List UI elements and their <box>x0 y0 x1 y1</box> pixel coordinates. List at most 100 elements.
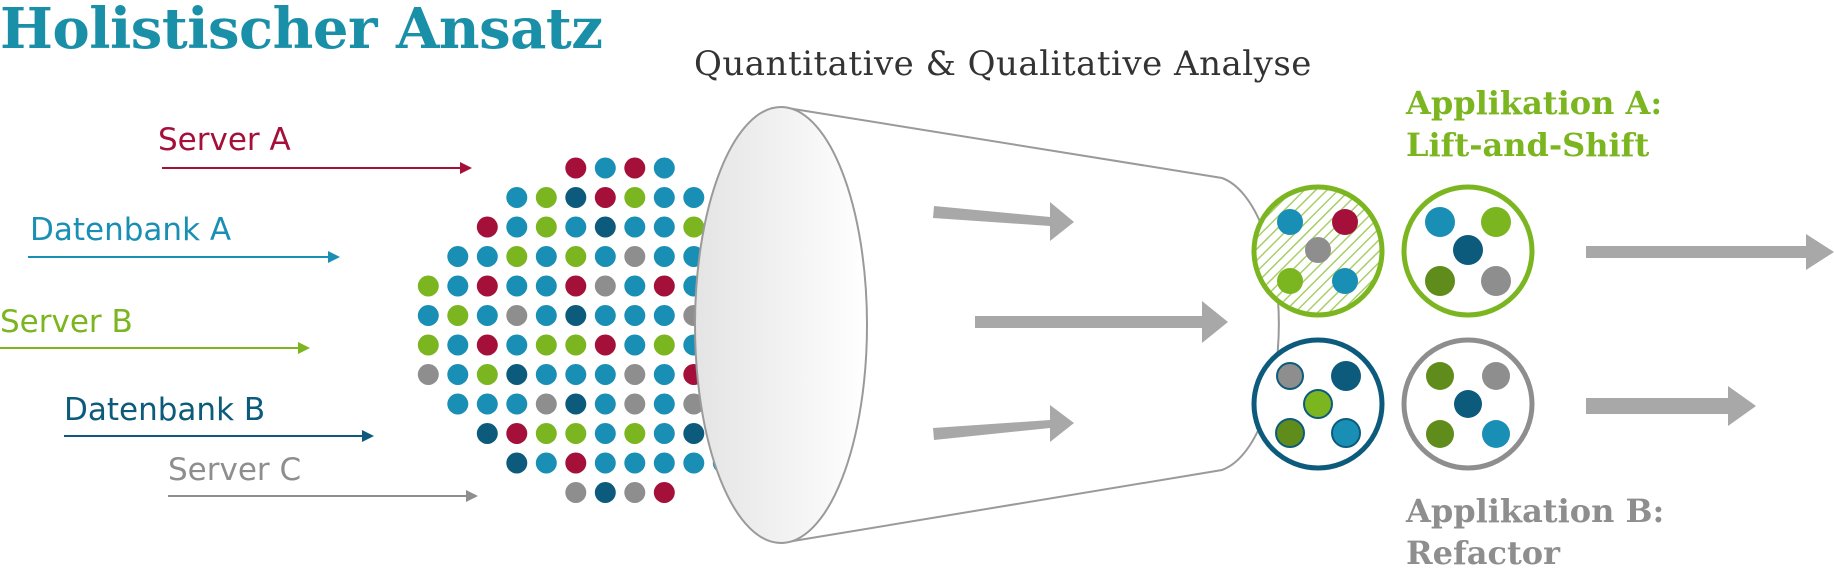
dot-datenbank-b <box>565 305 587 326</box>
dot-datenbank-a <box>624 334 646 356</box>
dot-datenbank-a <box>594 452 616 474</box>
output-arrows <box>1586 234 1834 426</box>
dot-datenbank-a <box>476 393 498 415</box>
dot-datenbank-a <box>447 275 469 297</box>
dot-datenbank-a <box>476 305 498 326</box>
dot-datenbank-a <box>506 187 528 208</box>
label-app-b-name: Applikation B: <box>1406 492 1665 530</box>
label-server-c: Server C <box>168 452 302 488</box>
label-app-b-strategy: Refactor <box>1406 534 1560 572</box>
dot-server-c <box>624 246 646 267</box>
dot-server-b <box>476 364 498 385</box>
dot-server-a <box>594 334 616 356</box>
dot-server-b <box>535 187 557 208</box>
output-arrow-app-b <box>1586 386 1756 426</box>
funnel-opening <box>694 106 868 544</box>
app-a-circles <box>1251 184 1535 318</box>
dot-server-b <box>683 216 705 238</box>
dot-datenbank-a <box>653 246 675 267</box>
dot-server-c <box>624 393 646 415</box>
label-app-a-name: Applikation A: <box>1406 84 1663 122</box>
dot-datenbank-a <box>447 364 469 385</box>
dot-datenbank-a <box>594 393 616 415</box>
dot-datenbank-b <box>506 452 528 474</box>
dot-datenbank-b <box>565 393 587 415</box>
dot-server-a <box>653 275 675 297</box>
dot-datenbank-a <box>535 305 557 326</box>
dot-datenbank-a <box>447 393 469 415</box>
dot-server-c <box>565 482 587 503</box>
dot-datenbank-a <box>447 246 469 267</box>
dot-datenbank-a <box>653 364 675 385</box>
dot-datenbank-a <box>535 275 557 297</box>
dot-server-a <box>624 157 646 179</box>
dot-datenbank-a <box>594 364 616 385</box>
dot-datenbank-a <box>653 305 675 326</box>
dot-server-c <box>417 364 439 385</box>
dot-datenbank-a <box>417 305 439 326</box>
dot-server-b <box>506 246 528 267</box>
dot-server-a <box>565 157 587 179</box>
dot-datenbank-a <box>653 187 675 208</box>
dot-server-a <box>565 275 587 297</box>
label-datenbank-b: Datenbank B <box>64 392 266 428</box>
dot-datenbank-b <box>594 216 616 238</box>
output-arrow-app-a <box>1586 234 1834 270</box>
dot-datenbank-a <box>594 423 616 444</box>
dot-datenbank-a <box>565 364 587 385</box>
dot-server-b <box>624 187 646 208</box>
dot-server-b <box>535 423 557 444</box>
dot-datenbank-b <box>594 482 616 503</box>
dot-datenbank-b <box>565 187 587 208</box>
dot-server-a <box>653 482 675 503</box>
dot-datenbank-a <box>506 216 528 238</box>
dot-datenbank-a <box>447 334 469 356</box>
dot-datenbank-a <box>506 275 528 297</box>
dot-server-b <box>417 275 439 297</box>
dot-server-b <box>624 423 646 444</box>
dot-datenbank-a <box>653 157 675 179</box>
dot-datenbank-b <box>683 423 705 444</box>
dot-datenbank-a <box>683 452 705 474</box>
dot-server-b <box>535 216 557 238</box>
dot-server-b <box>535 334 557 356</box>
dot-datenbank-a <box>535 246 557 267</box>
arrow-datenbank-b <box>64 430 374 442</box>
dot-datenbank-a <box>506 334 528 356</box>
dot-server-c <box>624 364 646 385</box>
dot-datenbank-b <box>476 423 498 444</box>
funnel-arrow-top <box>933 202 1074 241</box>
dot-datenbank-b <box>506 364 528 385</box>
dot-datenbank-a <box>624 275 646 297</box>
dot-server-b <box>565 334 587 356</box>
dot-server-b <box>653 334 675 356</box>
dot-datenbank-a <box>565 216 587 238</box>
dot-datenbank-a <box>594 157 616 179</box>
dot-server-c <box>506 305 528 326</box>
dot-datenbank-a <box>683 187 705 208</box>
dot-datenbank-a <box>653 393 675 415</box>
funnel-arrow-bottom <box>933 405 1074 442</box>
dot-datenbank-a <box>506 393 528 415</box>
dot-datenbank-a <box>653 423 675 444</box>
dot-server-b <box>565 423 587 444</box>
diagram-subtitle: Quantitative & Qualitative Analyse <box>694 44 1312 84</box>
label-datenbank-a: Datenbank A <box>30 212 232 248</box>
funnel-arrow-middle <box>975 301 1228 343</box>
dot-server-b <box>447 305 469 326</box>
dot-datenbank-a <box>535 364 557 385</box>
dot-server-c <box>624 482 646 503</box>
dot-datenbank-a <box>624 305 646 326</box>
dot-server-a <box>506 423 528 444</box>
page-title: Holistischer Ansatz <box>0 0 603 62</box>
dot-server-c <box>535 393 557 415</box>
dot-datenbank-a <box>624 216 646 238</box>
source-arrows <box>0 162 478 502</box>
dot-server-b <box>565 246 587 267</box>
dot-server-a <box>594 187 616 208</box>
dot-datenbank-a <box>653 452 675 474</box>
dot-server-b <box>417 334 439 356</box>
dot-server-a <box>565 452 587 474</box>
dot-datenbank-a <box>594 246 616 267</box>
